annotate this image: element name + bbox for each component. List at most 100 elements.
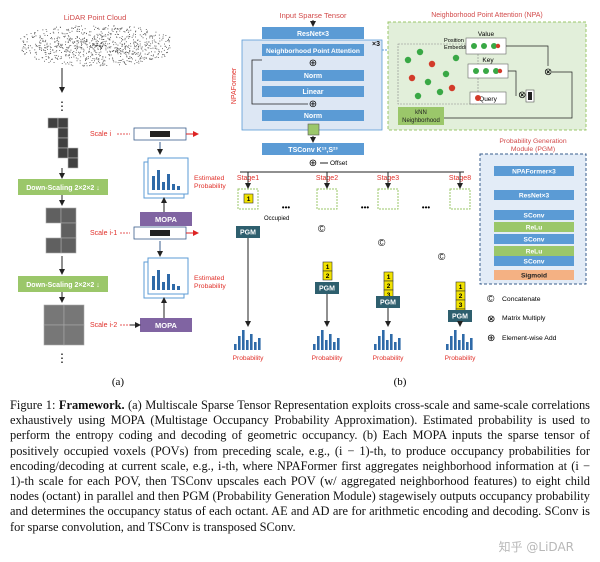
downscale-label-2: Down-Scaling 2×2×2 ↓	[26, 282, 100, 289]
npa-neighborhood-points	[404, 48, 460, 100]
downscale-label-1: Down-Scaling 2×2×2 ↓	[26, 185, 100, 192]
pgm-block	[376, 296, 400, 308]
pgm-layer	[494, 246, 574, 256]
mopa-label-2: MOPA	[155, 321, 178, 330]
norm-block-2	[262, 110, 364, 121]
figure-number: Figure 1:	[10, 398, 56, 412]
svg-text:NPAFormer×3: NPAFormer×3	[512, 169, 556, 176]
lidar-point-cloud	[20, 25, 171, 67]
svg-text:PGM: PGM	[380, 300, 396, 307]
svg-text:PGM: PGM	[319, 286, 335, 293]
cube-number: 1	[459, 284, 463, 291]
svg-text:Matrix Multiply: Matrix Multiply	[502, 315, 546, 322]
probability-label: Probability	[312, 355, 343, 362]
probability-label: Probability	[445, 355, 476, 362]
svg-text:Probability: Probability	[194, 283, 226, 290]
svg-text:Value: Value	[478, 31, 495, 38]
svg-text:Neighborhood Point Attention: Neighborhood Point Attention	[266, 48, 360, 55]
svg-text:Sigmoid: Sigmoid	[521, 273, 547, 280]
voxels-scale-i-2	[43, 304, 85, 346]
caption-title: Framework.	[58, 398, 125, 412]
svg-text:•••: •••	[361, 203, 370, 212]
est-prob-stack-1: Estimated Probability	[143, 157, 226, 199]
figure-caption: Figure 1: Framework. (a) Multiscale Spar…	[10, 398, 590, 535]
svg-text:ReLu: ReLu	[526, 225, 542, 232]
cube-number: 3	[459, 302, 463, 309]
voxels-scale-i	[47, 117, 79, 169]
resnet-top-block	[262, 27, 364, 39]
caption-text: (a) Multiscale Sparse Tensor Representat…	[10, 398, 590, 534]
probability-label: Probability	[373, 355, 404, 362]
svg-text:ResNet×3: ResNet×3	[297, 31, 329, 38]
svg-text:Probability: Probability	[194, 183, 226, 190]
pgm-layer	[494, 222, 574, 232]
svg-text:⊗: ⊗	[544, 67, 552, 78]
legend: © Concatenate ⊗ Matrix Multiply ⊕ Elemen…	[487, 294, 557, 344]
mopa-block-1	[140, 212, 192, 226]
scale-i1-label: Scale i-1	[90, 230, 117, 237]
scale-i2-label: Scale i-2	[90, 322, 117, 329]
svg-text:⊗: ⊗	[518, 90, 526, 101]
norm-block-1	[262, 70, 364, 81]
svg-text:PGM: PGM	[240, 230, 256, 237]
pgm-block	[448, 310, 472, 322]
cube-number: 2	[459, 293, 463, 300]
cube-number: 2	[326, 273, 330, 280]
panel-a-label: (a)	[112, 376, 125, 388]
tsconv-block	[262, 143, 364, 155]
svg-text:Concatenate: Concatenate	[502, 296, 541, 303]
svg-text:©: ©	[318, 224, 326, 235]
npaformer-label: NPAFormer	[231, 67, 238, 104]
svg-text:Linear: Linear	[302, 89, 323, 96]
pgm-layer	[494, 256, 574, 266]
bitstream-top	[133, 127, 199, 155]
pgm-layer	[494, 190, 574, 200]
panel-a: LiDAR Point Cloud ⋮ Down-Scaling 2×2×2 ↓…	[18, 13, 226, 388]
input-sparse-tensor-title: Input Sparse Tensor	[280, 11, 347, 20]
svg-text:Norm: Norm	[304, 73, 322, 80]
svg-text:©: ©	[487, 294, 495, 305]
pgm-layer	[494, 270, 574, 280]
lidar-title: LiDAR Point Cloud	[64, 13, 127, 22]
svg-text:SConv: SConv	[524, 237, 545, 244]
ellipsis-a-top: ⋮	[56, 99, 68, 113]
npa-block	[262, 44, 364, 56]
svg-text:⊕: ⊕	[309, 99, 317, 110]
cube-number: 1	[387, 274, 391, 281]
cube-number: 1	[247, 196, 251, 203]
downscale-block-1	[18, 179, 108, 195]
pgm-layer	[494, 210, 574, 220]
cube-number: 3	[387, 292, 391, 299]
svg-text:Module (PGM): Module (PGM)	[511, 146, 555, 153]
svg-text:kNN: kNN	[415, 110, 427, 116]
pgm-layers: NPAFormer×3ResNet×3SConvReLuSConvReLuSCo…	[494, 166, 574, 280]
stages-row: Stage11PGMProbability•••Stage212PGMProba…	[233, 172, 476, 362]
watermark: 知乎 @LiDAR	[498, 540, 574, 554]
est-prob-stack-2: Estimated Probability	[143, 257, 226, 299]
svg-text:ReLu: ReLu	[526, 249, 542, 256]
svg-text:•••: •••	[282, 203, 291, 212]
svg-text:PGM: PGM	[452, 314, 468, 321]
svg-text:Embedding: Embedding	[444, 45, 472, 51]
pgm-block	[236, 226, 260, 238]
mopa-block-2	[140, 318, 192, 332]
svg-text:Estimated: Estimated	[194, 175, 224, 182]
svg-text:©: ©	[378, 238, 386, 249]
svg-text:Element-wise Add: Element-wise Add	[502, 335, 557, 342]
svg-text:SConv: SConv	[524, 259, 545, 266]
pgm-block	[315, 282, 339, 294]
svg-text:Position: Position	[444, 38, 464, 44]
cube-number: 1	[326, 264, 330, 271]
svg-text:⊕: ⊕	[309, 58, 317, 69]
svg-text:⊗: ⊗	[487, 314, 495, 325]
pgm-layer	[494, 166, 574, 176]
svg-text:ResNet×3: ResNet×3	[519, 193, 550, 200]
probability-label: Probability	[233, 355, 264, 362]
svg-text:Norm: Norm	[304, 113, 322, 120]
svg-text:Estimated: Estimated	[194, 275, 224, 282]
svg-text:•••: •••	[422, 203, 431, 212]
panel-b-label: (b)	[394, 376, 407, 388]
svg-text:Neighborhood: Neighborhood	[402, 118, 440, 124]
occupied-label: Occupied	[264, 216, 289, 222]
downscale-block-2	[18, 276, 108, 292]
